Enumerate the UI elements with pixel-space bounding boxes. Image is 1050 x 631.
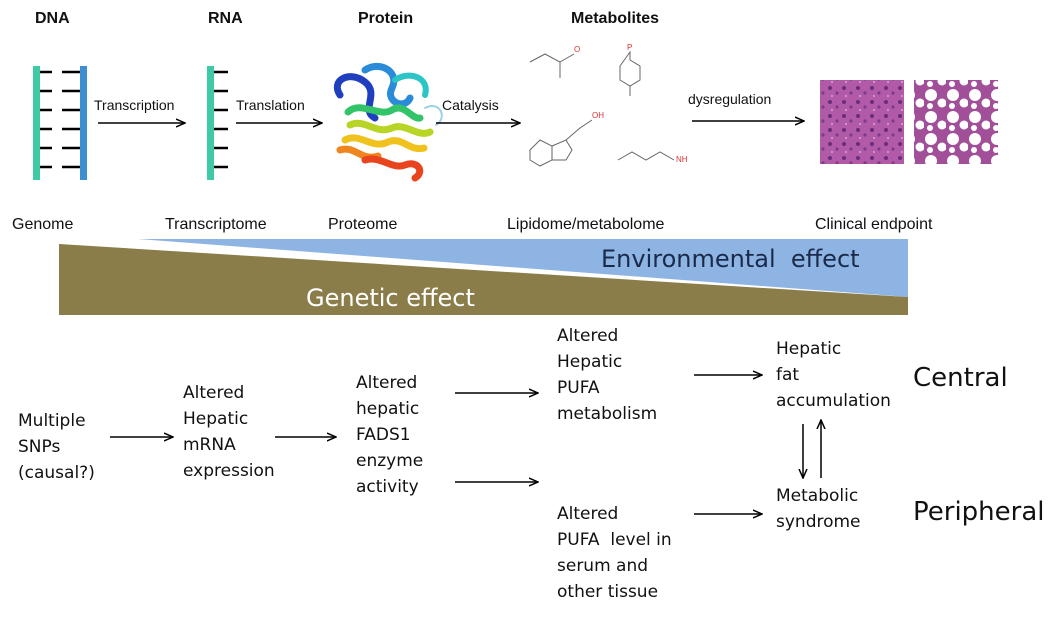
dna-header: DNA xyxy=(35,10,70,27)
metabolites-header: Metabolites xyxy=(571,10,660,27)
transcription-label: Transcription xyxy=(94,97,175,113)
proteome-label: Proteome xyxy=(328,216,398,233)
protein-header: Protein xyxy=(358,10,414,27)
metabolite-structures-icon xyxy=(529,50,675,167)
dna-icon xyxy=(33,66,87,180)
rna-icon xyxy=(207,66,228,180)
protein-structure-icon xyxy=(334,62,443,182)
environmental-effect-wedge xyxy=(138,239,908,297)
environmental-effect-label: Environmental effect xyxy=(601,245,860,273)
normal-liver-tissue-image xyxy=(820,80,904,164)
svg-text:P: P xyxy=(627,43,632,52)
peripheral-label: Peripheral xyxy=(913,497,1045,527)
svg-text:O: O xyxy=(574,45,580,54)
transcriptome-label: Transcriptome xyxy=(165,216,267,233)
translation-label: Translation xyxy=(236,97,305,113)
rna-header: RNA xyxy=(208,10,243,27)
catalysis-label: Catalysis xyxy=(442,97,499,113)
genome-label: Genome xyxy=(12,216,74,233)
central-label: Central xyxy=(913,363,1008,393)
svg-text:OH: OH xyxy=(592,111,604,120)
flow-arrows xyxy=(110,375,821,514)
genetic-effect-label: Genetic effect xyxy=(306,284,475,312)
genetic-effect-wedge xyxy=(59,244,908,315)
dysregulation-label: dysregulation xyxy=(688,91,772,107)
svg-text:NH: NH xyxy=(676,155,688,164)
metabolome-label: Lipidome/metabolome xyxy=(507,216,665,233)
clinical-endpoint-label: Clinical endpoint xyxy=(815,216,933,233)
molecule-atom-labels: O P OH NH xyxy=(574,43,688,164)
diagram-graphics: O P OH NH xyxy=(33,43,998,564)
fatty-liver-tissue-image xyxy=(914,80,998,164)
